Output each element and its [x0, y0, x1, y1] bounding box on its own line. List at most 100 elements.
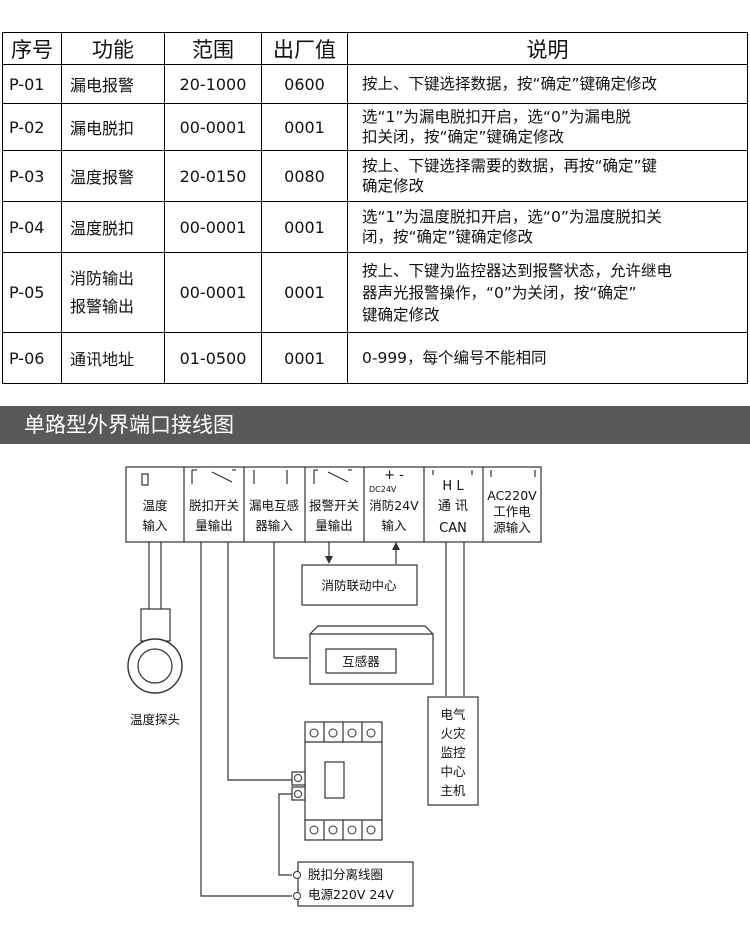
switch-symbol: [191, 469, 236, 484]
row-code: P-03: [2, 150, 62, 202]
transformer-input-symbol: [253, 470, 288, 484]
desc-line: 器声光报警操作，“0”为关闭，按“确定”: [362, 283, 637, 302]
desc-line: 按上、下键选择需要的数据，再按“确定”键: [362, 157, 658, 175]
table-row: P-05 消防输出报警输出 00-0001 0001 按上、下键为监控器达到报警…: [2, 252, 748, 333]
fire-linkage-center-label: 消防联动中心: [321, 578, 397, 593]
desc-line: 0-999，每个编号不能相同: [362, 349, 547, 367]
breaker-icon: [291, 721, 383, 841]
terminal-sub-label: DC24V: [369, 485, 397, 494]
row-code: P-01: [2, 64, 62, 104]
transformer-label: 互感器: [342, 654, 380, 669]
section-banner: 单路型外界端口接线图: [0, 406, 750, 444]
row-range: 00-0001: [164, 201, 262, 253]
terminal-label: 漏电互感: [249, 498, 299, 513]
desc-line: 按上、下键选择数据，按“确定”键确定修改: [362, 75, 658, 93]
arrow-up-icon: [392, 542, 400, 550]
resistor-symbol: [141, 473, 149, 486]
row-description: 0-999，每个编号不能相同: [347, 332, 748, 384]
terminal-label: 报警开关: [309, 498, 359, 513]
terminal-symbol-text: H L: [442, 479, 464, 494]
wire: [200, 542, 292, 897]
row-default: 0001: [261, 332, 348, 384]
terminal-block: [125, 466, 542, 543]
transformer-box: [309, 625, 434, 685]
fire-linkage-center-box: [301, 564, 418, 606]
row-description: 按上、下键选择需要的数据，再按“确定”键确定修改: [347, 150, 748, 202]
row-function: 温度脱扣: [61, 201, 165, 253]
desc-line: 选“1”为温度脱扣开启，选“0”为温度脱扣关: [362, 208, 662, 226]
table-row: P-06 通讯地址 01-0500 0001 0-999，每个编号不能相同: [2, 332, 748, 384]
terminal-label: 温度: [142, 498, 168, 513]
terminal-label: 器输入: [255, 518, 293, 533]
row-function: 漏电脱扣: [61, 103, 165, 151]
table-row: P-03 温度报警 20-0150 0080 按上、下键选择需要的数据，再按“确…: [2, 150, 748, 202]
terminal-label: 输入: [381, 518, 407, 533]
table-row: P-01 漏电报警 20-1000 0600 按上、下键选择数据，按“确定”键确…: [2, 64, 748, 104]
terminal-label: 量输出: [315, 518, 353, 533]
terminal-dividers: [183, 467, 484, 542]
row-function: 温度报警: [61, 150, 165, 202]
row-function: 漏电报警: [61, 64, 165, 104]
row-default: 0001: [261, 201, 348, 253]
row-function: 消防输出报警输出: [61, 252, 165, 333]
terminal-label: AC220V: [487, 488, 537, 503]
monitor-host-label: 监控: [440, 745, 466, 760]
terminal-label: 源输入: [493, 520, 531, 535]
func-line: 消防输出: [70, 268, 135, 288]
row-default: 0001: [261, 103, 348, 151]
row-range: 00-0001: [164, 252, 262, 333]
coil-terminal: [293, 892, 301, 900]
desc-line: 扣关闭，按“确定”键确定修改: [362, 128, 565, 146]
row-range: 20-1000: [164, 64, 262, 104]
ac-symbol: [490, 470, 536, 477]
breaker-top-terminals: [309, 722, 376, 742]
func-line: 报警输出: [70, 296, 135, 316]
arrow-down-icon: [325, 556, 333, 564]
coil-terminal: [293, 871, 301, 879]
wiring-diagram: 温度 输入 脱扣开关 量输出 漏电互感 器输入 报警开关 量输出 + - DC2…: [125, 466, 542, 907]
can-symbol: [432, 470, 473, 475]
desc-line: 键确定修改: [362, 305, 440, 324]
probe-stem: [140, 608, 171, 642]
row-code: P-04: [2, 201, 62, 253]
row-description: 选“1”为漏电脱扣开启，选“0”为漏电脱扣关闭，按“确定”键确定修改: [347, 103, 748, 151]
parameter-table: 序号 功能 范围 出厂值 说明 P-01 漏电报警 20-1000 0600 按…: [2, 32, 748, 384]
row-description: 按上、下键为监控器达到报警状态，允许继电器声光报警操作，“0”为关闭，按“确定”…: [347, 252, 748, 333]
terminal-label: CAN: [439, 521, 467, 536]
monitor-host-label: 中心: [440, 764, 466, 779]
row-code: P-05: [2, 252, 62, 333]
row-description: 选“1”为温度脱扣开启，选“0”为温度脱扣关闭，按“确定”键确定修改: [347, 201, 748, 253]
row-default: 0600: [261, 64, 348, 104]
section-title: 单路型外界端口接线图: [24, 413, 234, 437]
row-default: 0080: [261, 150, 348, 202]
terminal-label: 输入: [142, 518, 168, 533]
alarm-switch-symbol: [313, 469, 352, 484]
header-default: 出厂值: [261, 32, 348, 65]
row-code: P-06: [2, 332, 62, 384]
terminal-label: 消防24V: [369, 498, 419, 513]
header-function: 功能: [61, 32, 165, 65]
table-row: P-04 温度脱扣 00-0001 0001 选“1”为温度脱扣开启，选“0”为…: [2, 201, 748, 253]
terminal-symbol-text: + -: [384, 468, 404, 483]
desc-line: 闭，按“确定”键确定修改: [362, 228, 534, 246]
terminal-label: 通 讯: [438, 499, 468, 514]
terminal-label: 工作电: [493, 504, 531, 519]
terminal-label: 量输出: [195, 518, 233, 533]
row-description: 按上、下键选择数据，按“确定”键确定修改: [347, 64, 748, 104]
row-range: 00-0001: [164, 103, 262, 151]
monitor-host-label: 电气: [440, 707, 466, 722]
wire: [227, 542, 292, 781]
desc-line: 选“1”为漏电脱扣开启，选“0”为漏电脱: [362, 108, 631, 126]
trip-coil-label: 脱扣分离线圈: [308, 867, 383, 882]
header-description: 说明: [347, 32, 748, 65]
trip-coil-label: 电源220V 24V: [308, 887, 394, 902]
monitor-host-label: 火灾: [440, 726, 466, 741]
trip-coil-box: [297, 861, 414, 907]
breaker-bottom-terminals: [309, 820, 376, 840]
row-range: 20-0150: [164, 150, 262, 202]
probe-inner-ring: [137, 648, 173, 684]
temp-probe-label: 温度探头: [130, 712, 180, 727]
monitor-host-label: 主机: [440, 783, 466, 798]
wire: [278, 793, 292, 876]
row-code: P-02: [2, 103, 62, 151]
